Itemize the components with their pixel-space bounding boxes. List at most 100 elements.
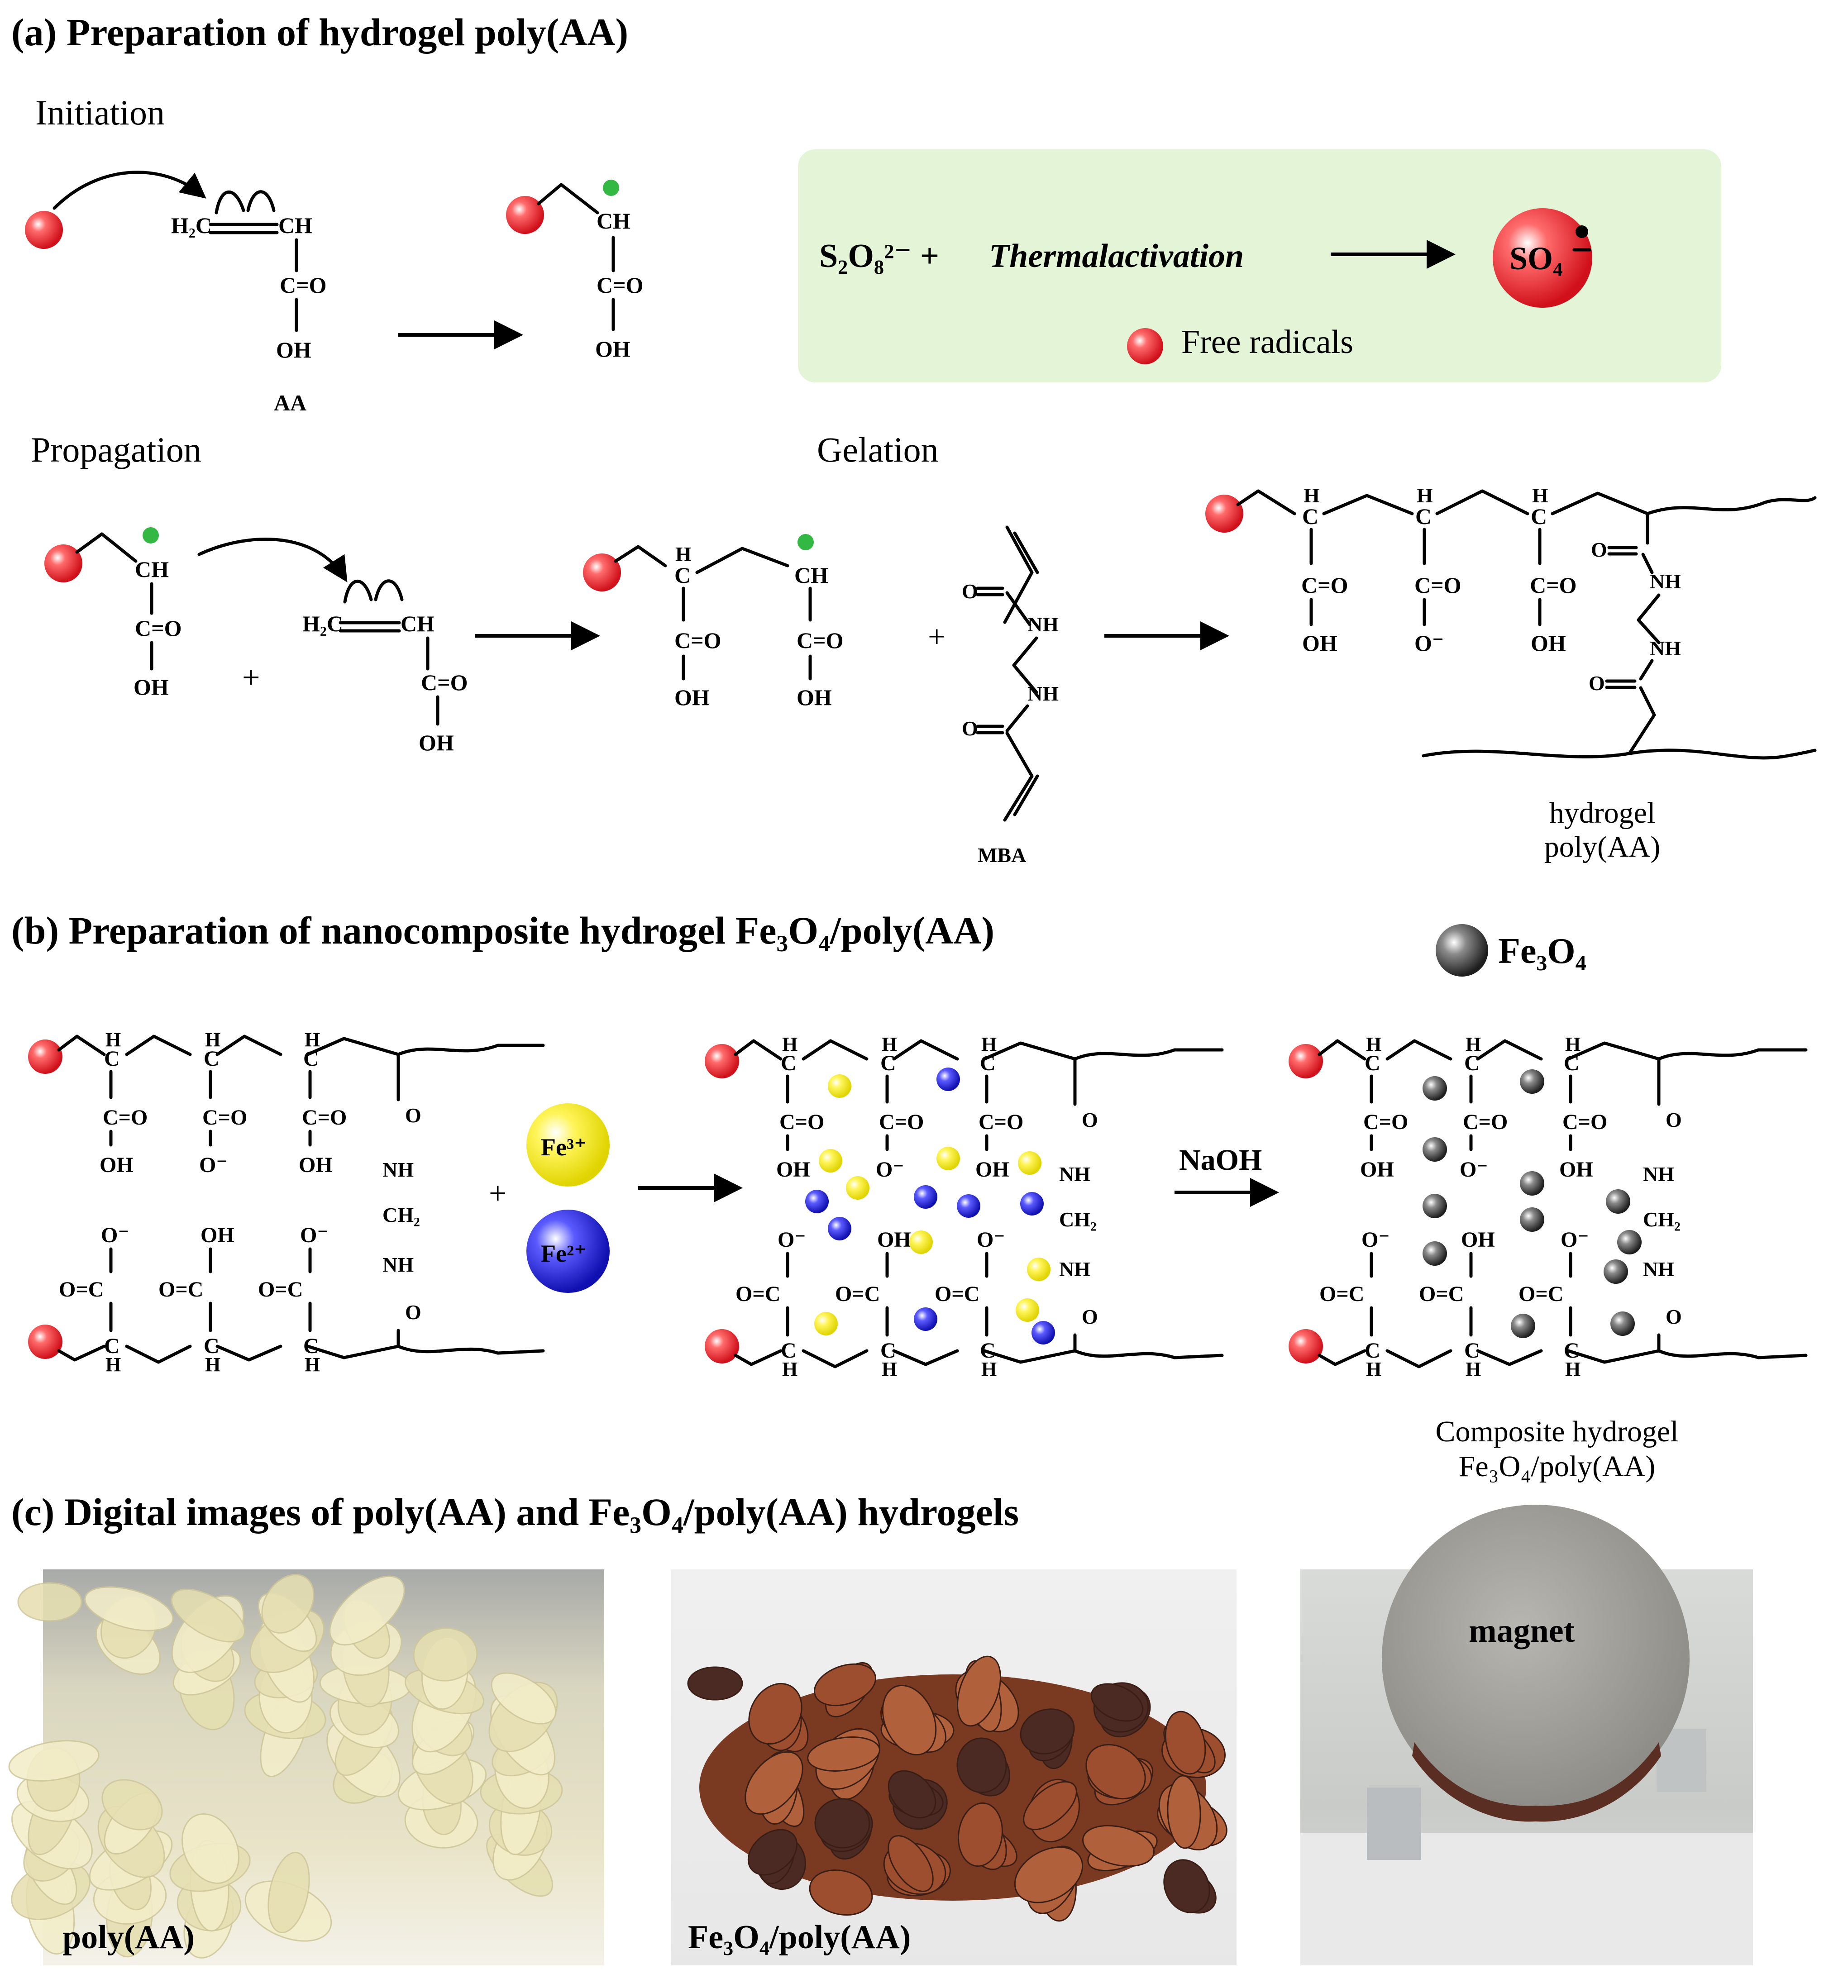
co-label: C=O xyxy=(1414,572,1461,598)
magnet-disk xyxy=(1382,1505,1690,1812)
initiator-box xyxy=(798,149,1721,382)
fe3o4-nanoparticle-icon xyxy=(1423,1137,1447,1162)
clear-pellets xyxy=(8,1574,563,1959)
composite-pellet xyxy=(1090,1683,1144,1722)
green-radical-dot xyxy=(797,534,814,550)
composite-pellet xyxy=(1167,1775,1201,1849)
o-label: O xyxy=(405,1301,421,1324)
oc-label: O=C xyxy=(258,1278,303,1301)
oc-label: O=C xyxy=(735,1282,780,1306)
hydrogel-pellet xyxy=(101,1779,163,1831)
h-label: H xyxy=(1366,1358,1381,1380)
hydrogel-pellet xyxy=(8,1740,100,1782)
hydrogel-label-line2: poly(AA) xyxy=(1544,830,1661,863)
fe3-ion-icon xyxy=(936,1147,960,1170)
oh-label: OH xyxy=(134,674,169,700)
hydrogel-pellet xyxy=(17,1582,82,1622)
composite-pellet xyxy=(882,1684,937,1756)
co-label: C=O xyxy=(1301,572,1348,598)
single-bond xyxy=(1005,591,1031,626)
h-label: H xyxy=(981,1033,997,1055)
fe3-ion-icon xyxy=(909,1230,933,1254)
o-minus-label: O⁻ xyxy=(1460,1158,1488,1182)
ch-label: CH xyxy=(597,208,630,234)
network-labels: HCC=OOHHCC=OO⁻HCC=OOHO⁻O=CCHOHO=CCHO⁻O=C… xyxy=(59,1029,1682,1380)
oc-label: O=C xyxy=(835,1282,880,1306)
fe3-ion-icon xyxy=(819,1149,842,1173)
composite-pellet xyxy=(1165,1711,1206,1775)
ch2-label: CH₂ xyxy=(1643,1208,1681,1231)
panel-a: (a) Preparation of hydrogel poly(AA) Ini… xyxy=(11,10,1817,867)
vinyl-bond xyxy=(1013,531,1039,574)
h-label: H xyxy=(205,1029,220,1051)
co-label: C=O xyxy=(1463,1110,1508,1134)
photo-poly-aa: poly(AA) xyxy=(8,1569,604,1965)
composite-pellet xyxy=(814,1798,870,1849)
c-label: C xyxy=(1564,1051,1580,1075)
oc-label: O=C xyxy=(935,1282,979,1306)
c-label: C xyxy=(781,1339,797,1363)
c-label: C xyxy=(1365,1339,1380,1363)
c-label: C xyxy=(1464,1051,1480,1075)
hydrogel-pellet xyxy=(413,1627,478,1682)
chain-bond xyxy=(614,545,667,567)
ch-label: CH xyxy=(135,557,169,582)
ch2-label: CH₂ xyxy=(382,1203,420,1226)
h-label: H xyxy=(1466,1358,1481,1380)
oh-label: OH xyxy=(100,1153,134,1177)
oh-label: OH xyxy=(419,730,454,755)
nh-label: NH xyxy=(1650,637,1681,660)
fe3o4-nanoparticles xyxy=(1423,1069,1642,1338)
h-label: H xyxy=(1304,484,1320,507)
c-label: C xyxy=(980,1051,996,1075)
fe2-ion-icon xyxy=(526,1210,610,1293)
lab-background xyxy=(1367,1788,1421,1860)
lower-backbone xyxy=(57,1344,545,1364)
oc-label: O=C xyxy=(1419,1282,1464,1306)
h-label: H xyxy=(105,1354,121,1376)
green-radical-dot xyxy=(603,180,619,196)
c-label: C xyxy=(1302,504,1318,529)
oh-label: OH xyxy=(1461,1228,1495,1252)
ch2-label: CH₂ xyxy=(1059,1208,1097,1231)
oh-label: OH xyxy=(595,336,630,362)
iron-ions xyxy=(805,1068,1055,1344)
fe3o4-legend-icon xyxy=(1436,924,1488,977)
upper-backbone xyxy=(1318,1039,1808,1061)
h-label: H xyxy=(882,1358,897,1380)
oh-label: OH xyxy=(975,1158,1009,1182)
oh-label: OH xyxy=(1531,630,1566,656)
c-label: C xyxy=(980,1339,996,1363)
c-label: C xyxy=(204,1047,220,1071)
fe2-ion-icon xyxy=(914,1185,937,1209)
c-label: C xyxy=(1464,1339,1480,1363)
chain-bond xyxy=(695,547,789,574)
ch-label: CH xyxy=(278,213,312,238)
composite-pellet xyxy=(1020,1708,1075,1754)
chain-bond xyxy=(75,532,138,563)
co-label: C=O xyxy=(979,1110,1023,1134)
free-radical-icon xyxy=(28,1039,62,1074)
composite-pellet xyxy=(956,1737,1007,1793)
fe3-label: Fe³⁺ xyxy=(541,1134,587,1161)
c-label: C xyxy=(204,1334,220,1358)
h-label: H xyxy=(305,1029,320,1051)
c-label: C xyxy=(1415,504,1432,529)
free-radical-legend-icon xyxy=(1127,328,1163,364)
single-bond xyxy=(1012,636,1038,694)
fe3o4-nanoparticle-icon xyxy=(1520,1207,1544,1232)
fe2-ion-icon xyxy=(957,1194,980,1218)
h-label: H xyxy=(782,1358,797,1380)
fe3-ion-icon xyxy=(1027,1258,1051,1281)
repeat-unit-1: H C C=O OH xyxy=(1301,484,1348,656)
o-label: O xyxy=(962,717,978,740)
composite-pellet xyxy=(1082,1825,1155,1867)
oh-label: OH xyxy=(797,685,832,710)
free-radical-icon xyxy=(28,1325,62,1359)
o-label: O xyxy=(962,580,978,603)
electron-arrow-icon xyxy=(374,579,404,601)
oh-label: OH xyxy=(1302,630,1337,656)
c-label: C xyxy=(781,1051,797,1075)
ch-label: CH xyxy=(401,611,435,636)
free-radicals-label: Free radicals xyxy=(1181,324,1353,361)
